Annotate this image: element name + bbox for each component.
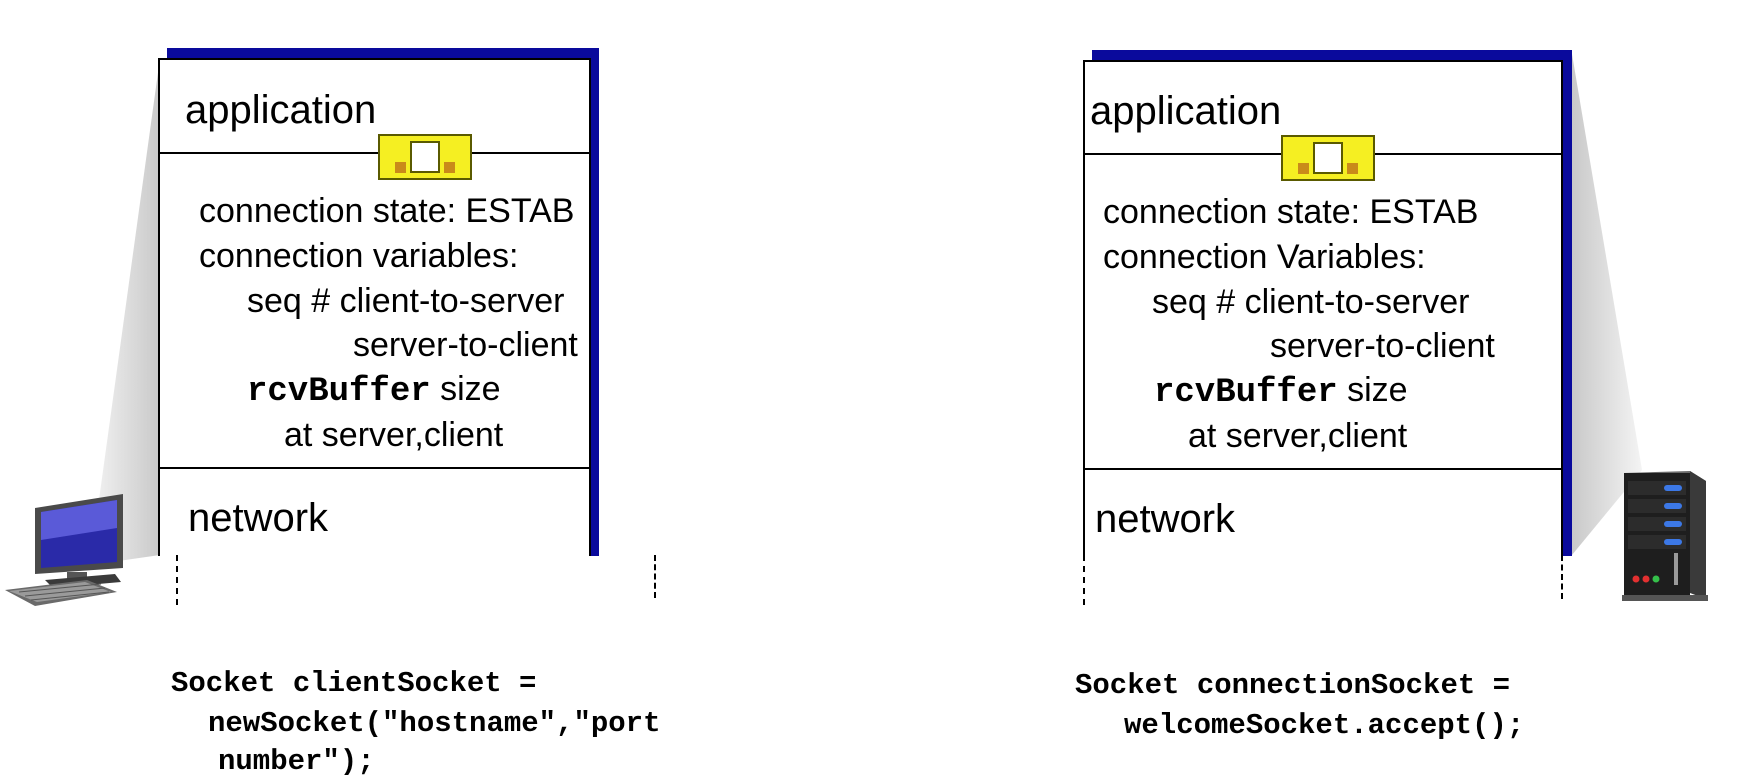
- server-code-line1: Socket connectionSocket =: [1075, 669, 1511, 702]
- client-rcvbuffer-suffix: size: [440, 370, 501, 408]
- client-rcvbuffer-keyword: rcvBuffer: [247, 373, 431, 411]
- server-seq-line2: server-to-client: [1270, 327, 1495, 365]
- socket-nub-icon: [1298, 163, 1309, 174]
- client-seq-line: seq # client-to-server: [247, 282, 565, 320]
- socket-nub-icon: [395, 162, 406, 173]
- socket-nub-icon: [444, 162, 455, 173]
- client-right-dash: [654, 555, 656, 598]
- server-left-dash: [1083, 555, 1085, 605]
- server-rcvbuffer-line: rcvBuffer size: [1154, 371, 1408, 412]
- client-at-line: at server,client: [284, 416, 504, 454]
- client-view-beam: [90, 58, 160, 565]
- socket-door-icon: [410, 141, 440, 173]
- client-network-label: network: [188, 496, 329, 540]
- server-socket-icon: [1281, 135, 1375, 181]
- server-panel: application connection state: ESTAB conn…: [900, 0, 1708, 780]
- server-network-divider: [1085, 468, 1561, 470]
- socket-door-icon: [1313, 142, 1343, 174]
- server-view-beam: [1572, 54, 1642, 555]
- client-network-divider: [160, 467, 589, 469]
- server-rcvbuffer-keyword: rcvBuffer: [1154, 374, 1338, 412]
- client-connection-state: connection state: ESTAB: [199, 192, 575, 230]
- client-code-line3: number");: [218, 745, 375, 778]
- client-application-label: application: [185, 88, 377, 132]
- client-left-dash: [176, 555, 178, 605]
- client-code-line2: newSocket("hostname","port: [208, 707, 661, 740]
- server-tower-icon: [1622, 471, 1708, 601]
- server-at-line: at server,client: [1188, 417, 1408, 455]
- server-application-label: application: [1090, 89, 1282, 133]
- socket-nub-icon: [1347, 163, 1358, 174]
- server-connection-state: connection state: ESTAB: [1103, 193, 1479, 231]
- server-seq-line: seq # client-to-server: [1152, 283, 1470, 321]
- client-socket-icon: [378, 134, 472, 180]
- server-right-dash: [1561, 555, 1563, 599]
- server-connection-variables: connection Variables:: [1103, 238, 1426, 276]
- server-box-shadow-top: [1092, 50, 1572, 62]
- desktop-computer-icon: [5, 494, 123, 606]
- client-box-shadow-top: [167, 48, 599, 60]
- server-code-line2: welcomeSocket.accept();: [1124, 709, 1525, 742]
- server-box-shadow-right: [1560, 50, 1572, 556]
- client-connection-variables: connection variables:: [199, 237, 519, 275]
- server-rcvbuffer-suffix: size: [1347, 371, 1408, 409]
- client-panel: application connection state: ESTAB conn…: [0, 0, 720, 780]
- client-socket-box: [158, 58, 591, 556]
- client-seq-line2: server-to-client: [353, 326, 578, 364]
- server-network-label: network: [1095, 497, 1236, 541]
- client-rcvbuffer-line: rcvBuffer size: [247, 370, 501, 411]
- client-application-divider: [160, 152, 589, 154]
- client-code-line1: Socket clientSocket =: [171, 667, 537, 700]
